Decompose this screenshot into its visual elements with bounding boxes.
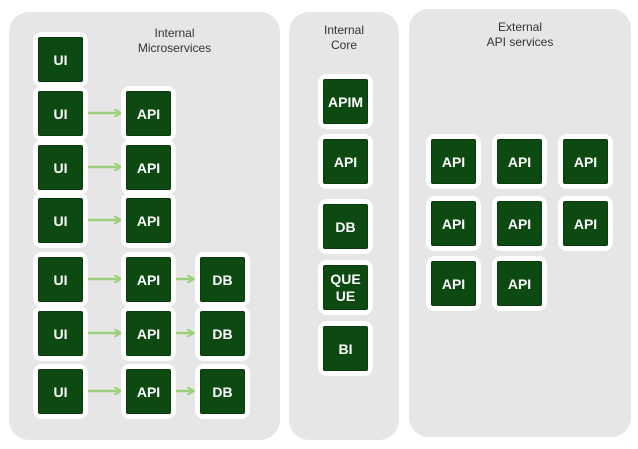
db-box-label: DB <box>200 369 245 414</box>
ui-box-row4[interactable]: UI <box>33 252 88 307</box>
db-box-label: DB <box>200 311 245 356</box>
db-box-row6[interactable]: DB <box>195 364 250 419</box>
api-box-row3[interactable]: API <box>121 193 176 248</box>
core-box-label: QUE UE <box>323 265 368 310</box>
core-box-label: DB <box>323 204 368 249</box>
panel-title-internal-microservices: Internal Microservices <box>69 26 280 56</box>
panel-title-line1: Internal <box>323 23 365 37</box>
ui-box-row2[interactable]: UI <box>33 140 88 195</box>
core-box-apim[interactable]: APIM <box>318 74 373 129</box>
external-api-label: API <box>497 139 542 184</box>
api-box-label: API <box>126 257 171 302</box>
external-api-label: API <box>563 139 608 184</box>
ui-box-top[interactable]: UI <box>33 32 88 87</box>
external-api-label: API <box>431 139 476 184</box>
api-box-row1[interactable]: API <box>121 86 176 141</box>
ui-box-row3[interactable]: UI <box>33 193 88 248</box>
api-box-row6[interactable]: API <box>121 364 176 419</box>
panel-title-line2: Microservices <box>137 41 212 55</box>
core-box-label: API <box>323 139 368 184</box>
ui-box-label: UI <box>38 311 83 356</box>
ui-box-row1[interactable]: UI <box>33 86 88 141</box>
db-box-label: DB <box>200 257 245 302</box>
ui-box-label: UI <box>38 257 83 302</box>
panel-title-external-api-services: External API services <box>409 20 631 50</box>
panel-title-line2: Core <box>330 38 357 52</box>
external-api-box-r3c1[interactable]: API <box>426 256 481 311</box>
db-box-row5[interactable]: DB <box>195 306 250 361</box>
external-api-label: API <box>497 261 542 306</box>
core-box-label: BI <box>323 326 368 371</box>
external-api-box-r2c3[interactable]: API <box>558 196 613 251</box>
core-box-db[interactable]: DB <box>318 199 373 254</box>
ui-box-label: UI <box>38 369 83 414</box>
core-box-api[interactable]: API <box>318 134 373 189</box>
ui-box-label: UI <box>38 37 83 82</box>
panel-title-line1: External <box>497 20 543 34</box>
api-box-row5[interactable]: API <box>121 306 176 361</box>
core-box-bi[interactable]: BI <box>318 321 373 376</box>
external-api-label: API <box>563 201 608 246</box>
external-api-label: API <box>431 261 476 306</box>
core-box-queue[interactable]: QUE UE <box>318 260 373 315</box>
external-api-box-r1c2[interactable]: API <box>492 134 547 189</box>
ui-box-label: UI <box>38 91 83 136</box>
panel-title-internal-core: Internal Core <box>289 23 399 53</box>
ui-box-row6[interactable]: UI <box>33 364 88 419</box>
api-box-label: API <box>126 311 171 356</box>
external-api-box-r2c2[interactable]: API <box>492 196 547 251</box>
external-api-box-r3c2[interactable]: API <box>492 256 547 311</box>
panel-title-line1: Internal <box>154 26 195 40</box>
ui-box-label: UI <box>38 198 83 243</box>
api-box-row4[interactable]: API <box>121 252 176 307</box>
api-box-label: API <box>126 369 171 414</box>
ui-box-label: UI <box>38 145 83 190</box>
api-box-label: API <box>126 91 171 136</box>
external-api-label: API <box>431 201 476 246</box>
external-api-label: API <box>497 201 542 246</box>
external-api-box-r1c3[interactable]: API <box>558 134 613 189</box>
ui-box-row5[interactable]: UI <box>33 306 88 361</box>
api-box-label: API <box>126 145 171 190</box>
db-box-row4[interactable]: DB <box>195 252 250 307</box>
api-box-label: API <box>126 198 171 243</box>
panel-title-line2: API services <box>486 35 554 49</box>
external-api-box-r2c1[interactable]: API <box>426 196 481 251</box>
core-box-label: APIM <box>323 79 368 124</box>
api-box-row2[interactable]: API <box>121 140 176 195</box>
external-api-box-r1c1[interactable]: API <box>426 134 481 189</box>
